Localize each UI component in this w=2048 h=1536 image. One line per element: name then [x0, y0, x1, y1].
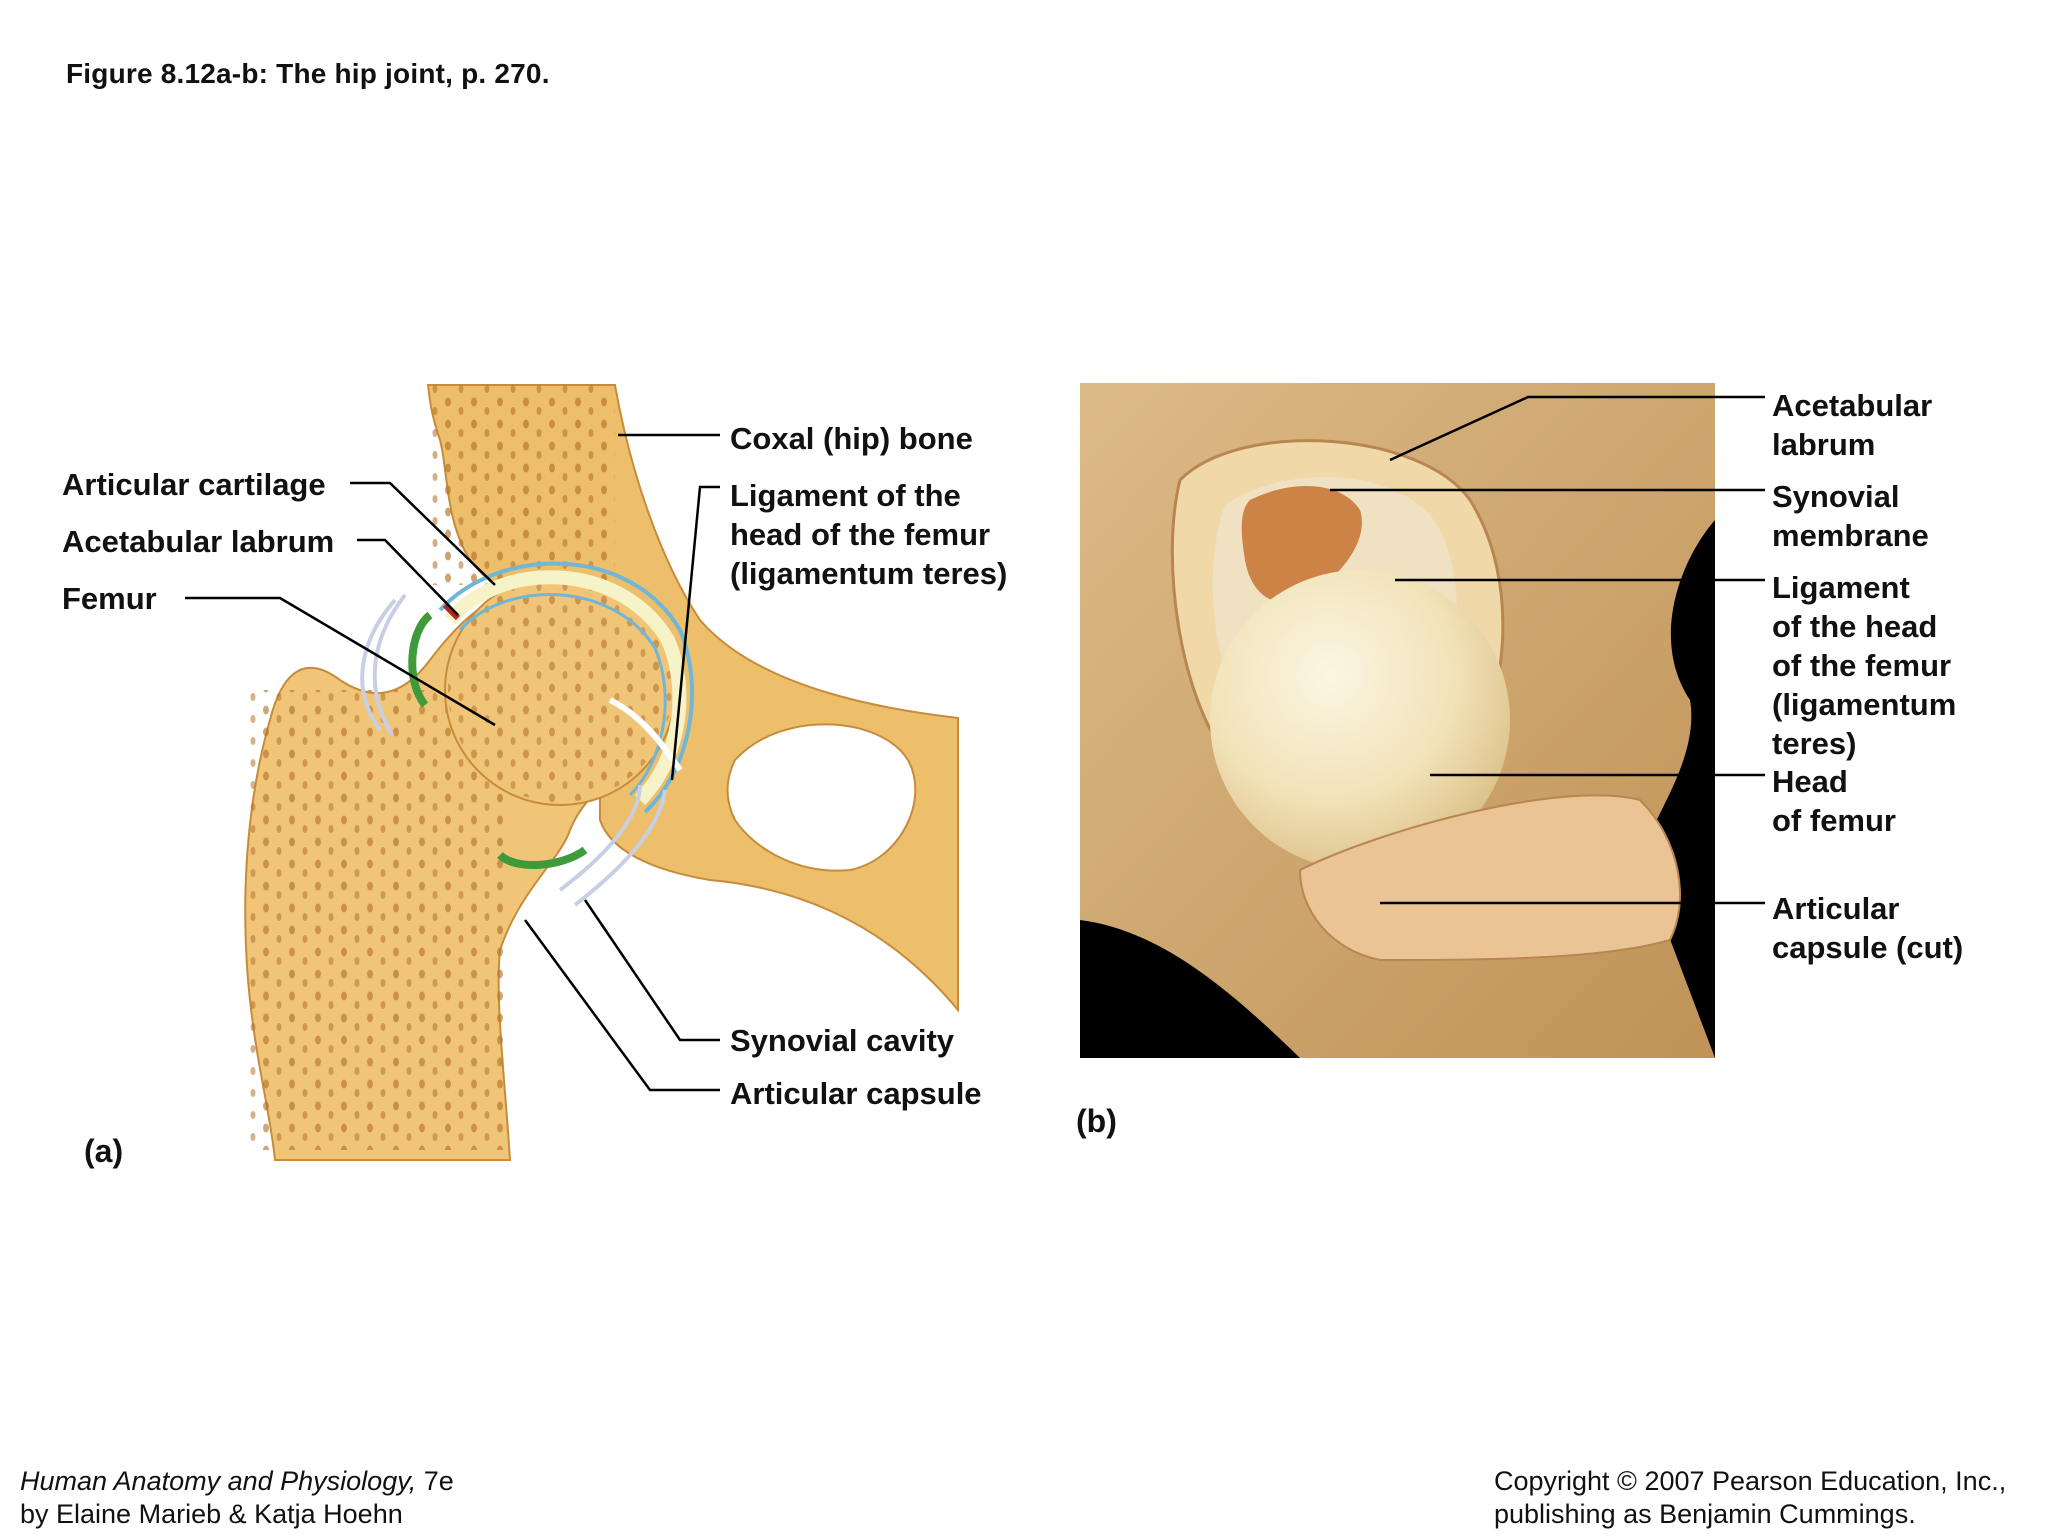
label-b-capsule-line1: Articular [1772, 891, 1900, 926]
label-ligament-of-head-line3: (ligamentum teres) [730, 556, 1008, 591]
label-b-ligament-line5: teres) [1772, 726, 1857, 761]
footer-book-info: Human Anatomy and Physiology, 7e by Elai… [20, 1465, 454, 1531]
label-b-capsule-line2: capsule (cut) [1772, 930, 1964, 965]
label-b-acetabular-line1: Acetabular [1772, 388, 1933, 423]
footer-copyright: Copyright © 2007 Pearson Education, Inc.… [1494, 1465, 2006, 1531]
label-ligament-of-head-line2: head of the femur [730, 517, 991, 552]
label-b-synovial-line1: Synovial [1772, 479, 1900, 514]
footer-edition: 7e [416, 1466, 454, 1496]
label-articular-cartilage: Articular cartilage [62, 467, 326, 502]
label-b-ligament-line1: Ligament [1772, 570, 1910, 605]
footer-authors: by Elaine Marieb & Katja Hoehn [20, 1499, 403, 1529]
footer-copyright-line1: Copyright © 2007 Pearson Education, Inc.… [1494, 1466, 2007, 1496]
label-b-synovial-line2: membrane [1772, 518, 1929, 553]
label-b-head-line1: Head [1772, 764, 1848, 799]
panel-a-illustration [244, 384, 959, 1161]
panel-b-leader-lines [1330, 395, 1765, 905]
footer-copyright-line2: publishing as Benjamin Cummings. [1494, 1499, 1916, 1529]
label-b-head-line2: of femur [1772, 803, 1896, 838]
label-articular-capsule: Articular capsule [730, 1076, 982, 1111]
panel-b-tag: (b) [1076, 1103, 1117, 1139]
label-b-ligament-line3: of the femur [1772, 648, 1952, 683]
panel-b-photo [1080, 383, 1715, 1058]
label-coxal-bone: Coxal (hip) bone [730, 421, 973, 456]
photo-femoral-head [1210, 570, 1510, 870]
label-b-ligament-line4: (ligamentum [1772, 687, 1957, 722]
capsule-cut-flap [1298, 794, 1681, 962]
label-b-acetabular-line2: labrum [1772, 427, 1876, 462]
label-synovial-cavity: Synovial cavity [730, 1023, 955, 1058]
figure-title: Figure 8.12a-b: The hip joint, p. 270. [66, 58, 550, 89]
panel-a-leader-lines [185, 433, 720, 1092]
label-acetabular-labrum: Acetabular labrum [62, 524, 335, 559]
label-b-ligament-line2: of the head [1772, 609, 1938, 644]
footer-book-title: Human Anatomy and Physiology, [20, 1466, 417, 1496]
label-ligament-of-head-line1: Ligament of the [730, 478, 961, 513]
obturator-foramen [726, 723, 917, 872]
label-femur: Femur [62, 581, 157, 616]
panel-a-tag: (a) [84, 1133, 124, 1169]
